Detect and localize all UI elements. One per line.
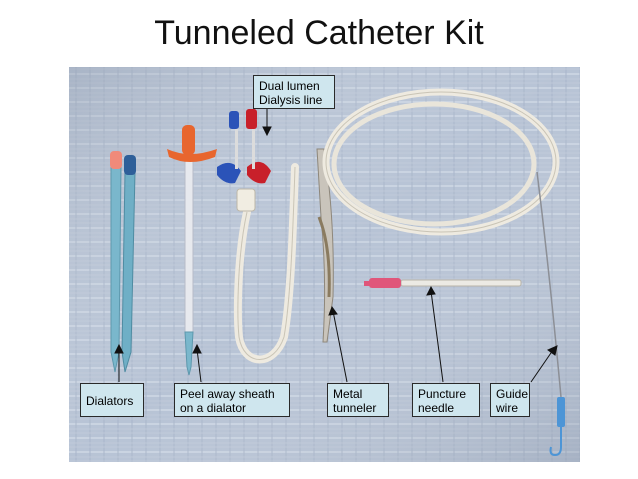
metal-tunneler <box>316 148 334 343</box>
catheter-kit-photo <box>69 67 580 462</box>
label-puncture-needle: Puncture needle <box>412 383 480 417</box>
guide-wire <box>536 171 565 457</box>
puncture-needle <box>364 278 522 288</box>
label-dual-lumen: Dual lumen Dialysis line <box>253 75 335 109</box>
callout-arrows <box>114 105 558 383</box>
label-metal-tunneler: Metal tunneler <box>327 383 389 417</box>
coiled-line <box>322 88 560 236</box>
label-guide-wire: Guide wire <box>490 383 530 417</box>
peel-away-sheath <box>167 125 217 376</box>
label-peel-away-sheath: Peel away sheath on a dialator <box>174 383 290 417</box>
label-dialators: Dialators <box>80 383 144 417</box>
slide-title: Tunneled Catheter Kit <box>154 14 484 52</box>
dialators <box>110 151 136 373</box>
dual-lumen-dialysis-line <box>217 109 299 364</box>
